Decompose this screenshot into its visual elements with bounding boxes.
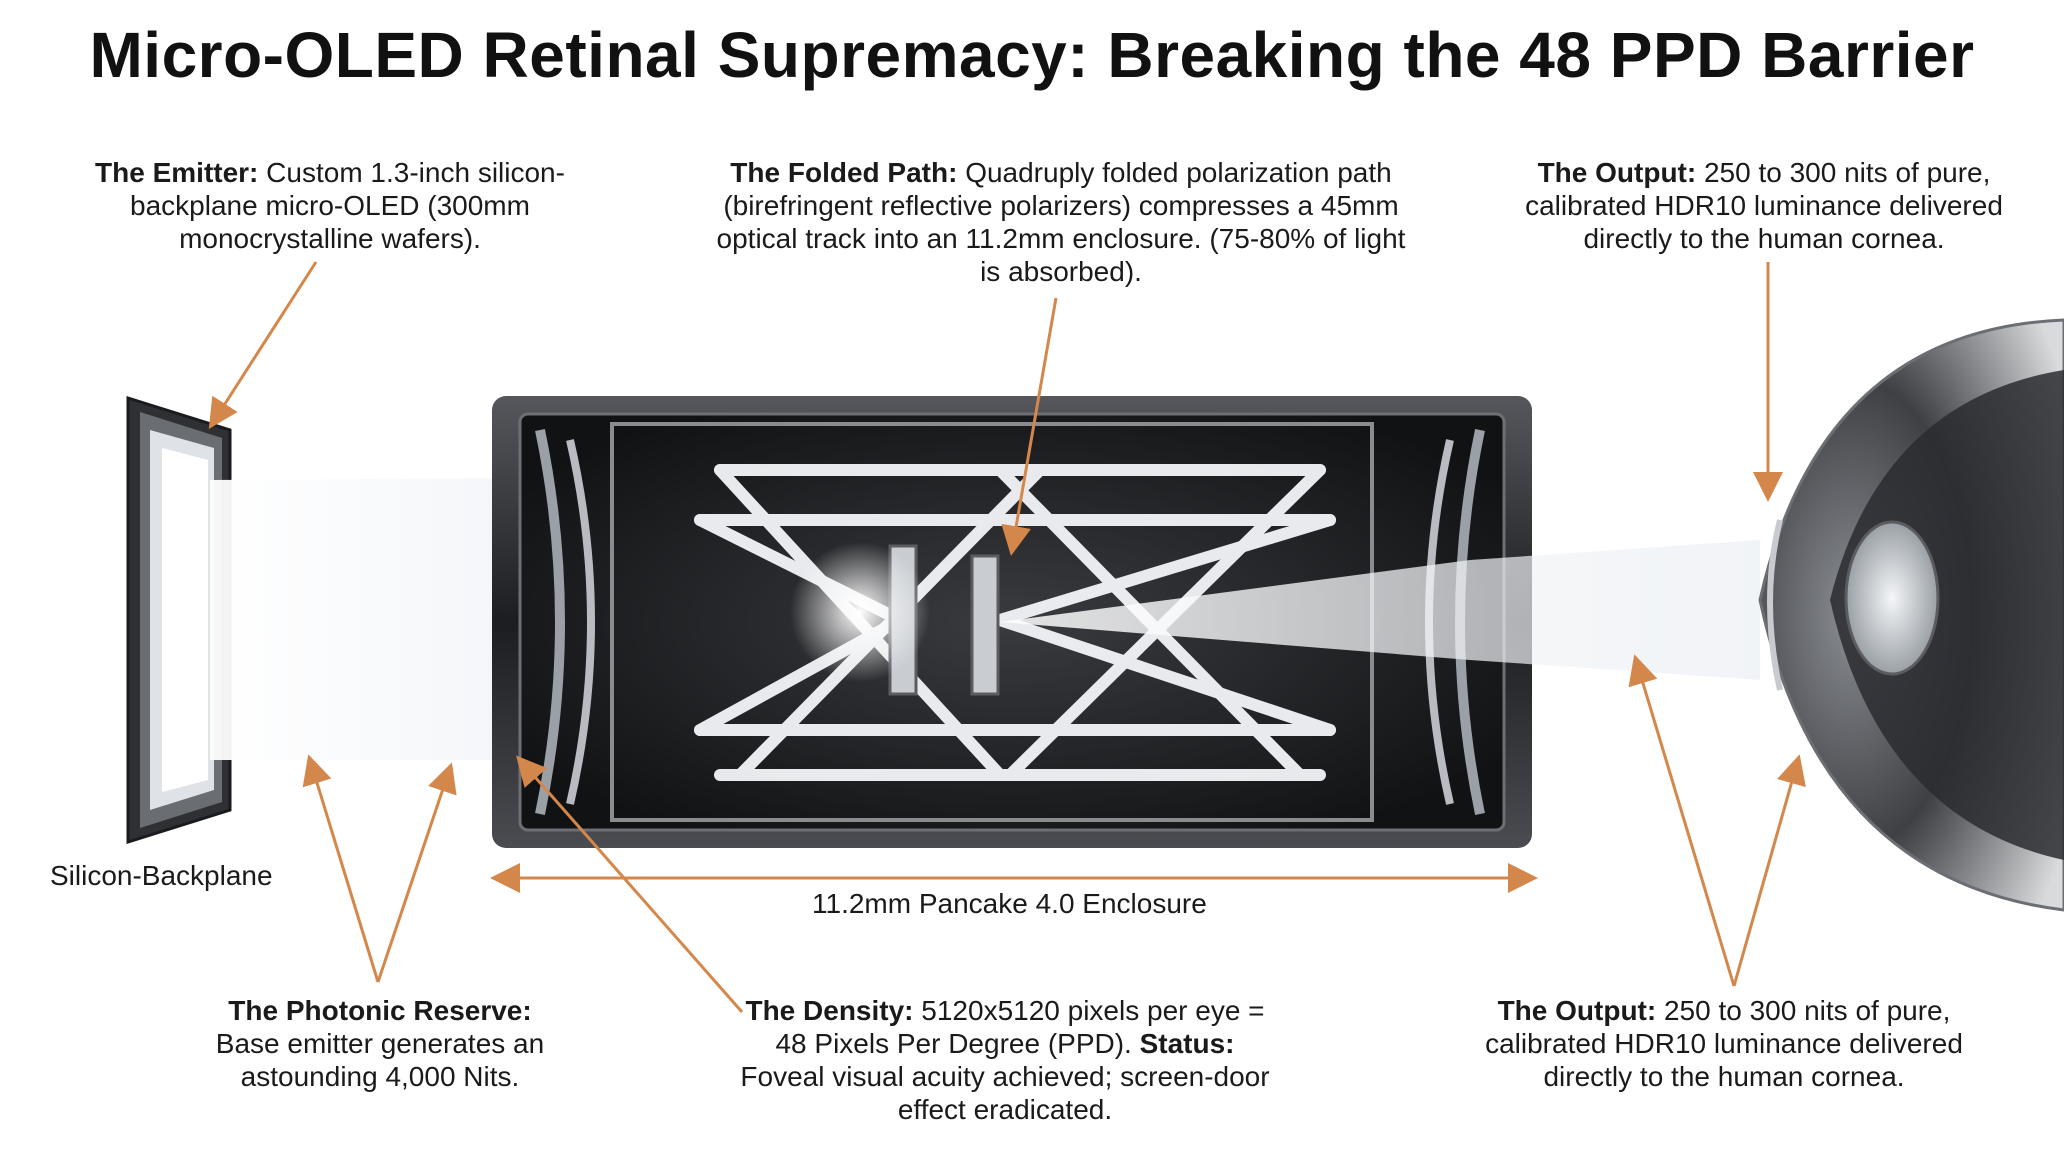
label-enclosure: 11.2mm Pancake 4.0 Enclosure bbox=[812, 888, 1207, 919]
callout-emitter-text: Custom 1.3-inch silicon-backplane micro-… bbox=[130, 157, 565, 254]
arrow-folded-path bbox=[1001, 297, 1058, 556]
callout-arrows bbox=[208, 261, 1806, 1013]
page-title: Micro-OLED Retinal Supremacy: Breaking t… bbox=[89, 19, 1975, 91]
arrow-output-bottom-a bbox=[1628, 654, 1736, 987]
label-silicon-backplane: Silicon-Backplane bbox=[50, 860, 273, 891]
callout-density-label: The Density: bbox=[745, 995, 914, 1026]
callout-output-top-label: The Output: bbox=[1537, 157, 1697, 188]
callout-photonic-reserve-text: Base emitter generates an astounding 4,0… bbox=[215, 1028, 545, 1092]
callout-emitter: The Emitter: Custom 1.3-inch silicon-bac… bbox=[90, 156, 570, 255]
callout-density-status-label: Status: bbox=[1139, 1028, 1235, 1059]
light-beam-output bbox=[1000, 540, 1760, 680]
arrow-output-bottom-b bbox=[1732, 754, 1806, 987]
arrow-emitter bbox=[208, 261, 318, 430]
callout-photonic-reserve-label: The Photonic Reserve: bbox=[228, 995, 532, 1026]
callout-folded-path-text: Quadruply folded polarization path (bire… bbox=[716, 157, 1406, 287]
callout-photonic-reserve: The Photonic Reserve: Base emitter gener… bbox=[200, 994, 560, 1093]
micro-oled-panel bbox=[126, 395, 232, 845]
callout-emitter-label: The Emitter: bbox=[95, 157, 259, 188]
callout-output-top: The Output: 250 to 300 nits of pure, cal… bbox=[1504, 156, 2024, 255]
callout-folded-path: The Folded Path: Quadruply folded polari… bbox=[716, 156, 1406, 288]
callout-density-text: 5120x5120 pixels per eye = 48 Pixels Per… bbox=[775, 995, 1265, 1059]
callout-output-bottom-text: 250 to 300 nits of pure, calibrated HDR1… bbox=[1485, 995, 1963, 1092]
callout-output-bottom-label: The Output: bbox=[1497, 995, 1657, 1026]
callout-density: The Density: 5120x5120 pixels per eye = … bbox=[740, 994, 1270, 1126]
focal-glow bbox=[790, 542, 930, 682]
callout-output-bottom: The Output: 250 to 300 nits of pure, cal… bbox=[1464, 994, 1984, 1093]
callout-density-status-text: Foveal visual acuity achieved; screen-do… bbox=[740, 1061, 1270, 1125]
human-eye bbox=[1758, 318, 2064, 912]
arrow-photonic-reserve-b bbox=[376, 762, 457, 983]
callout-output-top-text: 250 to 300 nits of pure, calibrated HDR1… bbox=[1525, 157, 2003, 254]
arrow-photonic-reserve-a bbox=[302, 754, 380, 983]
callout-folded-path-label: The Folded Path: bbox=[730, 157, 958, 188]
